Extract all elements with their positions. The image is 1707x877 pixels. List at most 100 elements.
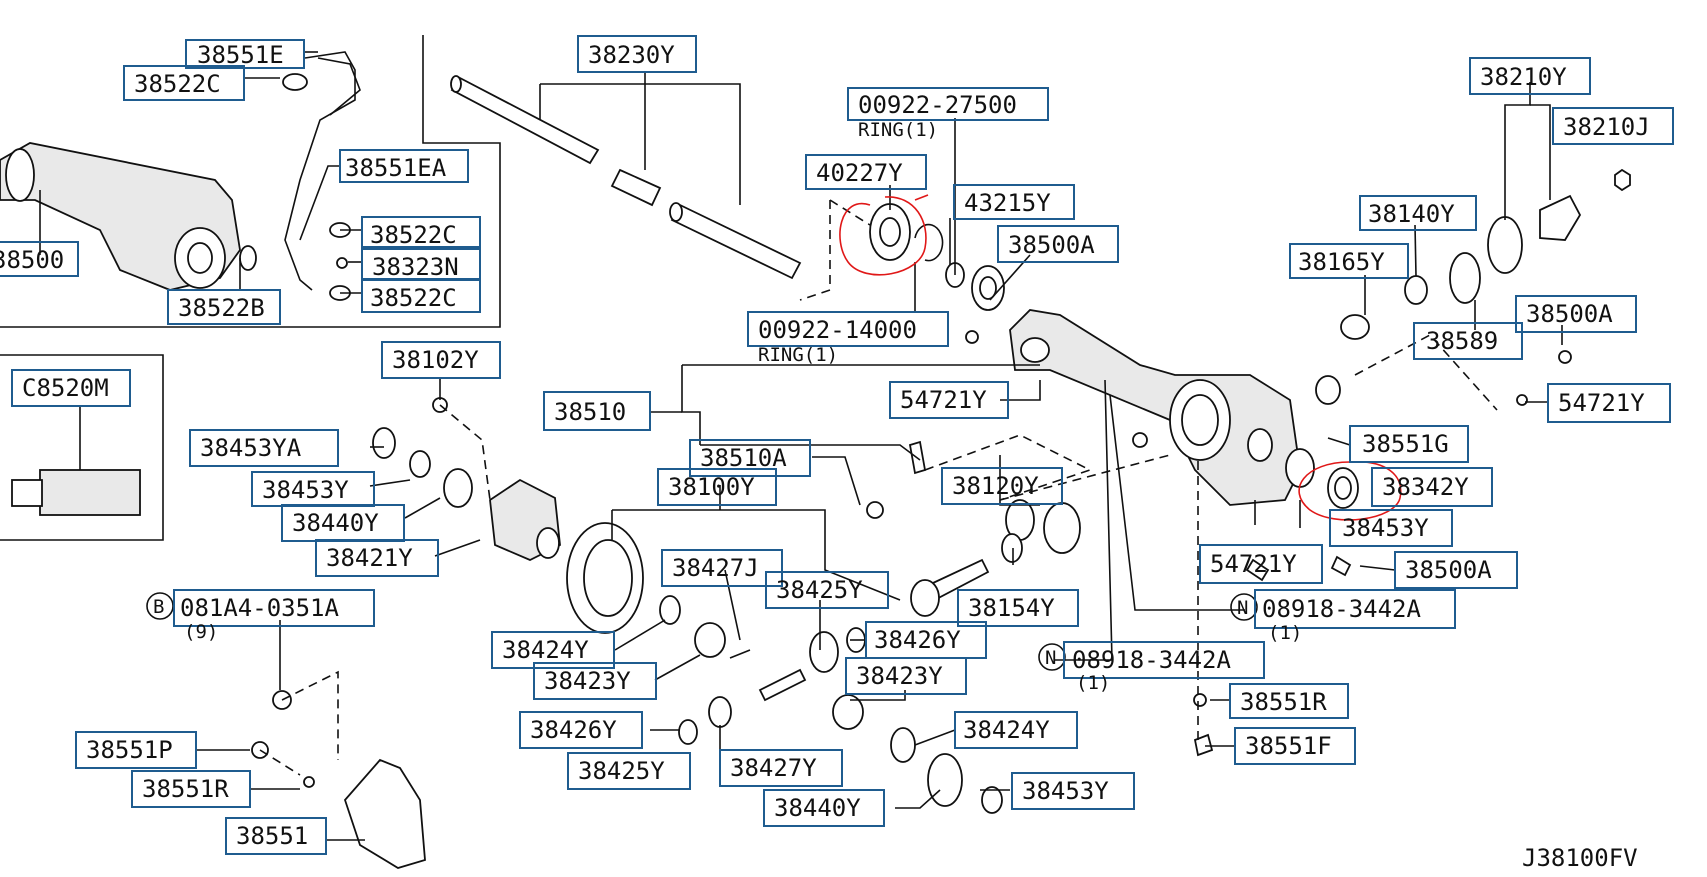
svg-text:38522C: 38522C [134,70,221,98]
label-38154Y: 38154Y [957,589,1079,627]
svg-text:54721Y: 54721Y [1210,550,1297,578]
label-38424Y-b: 38424Y [954,711,1078,749]
svg-text:38427J: 38427J [672,554,759,582]
label-38210J: 38210J [1552,107,1674,145]
svg-text:38522C: 38522C [370,221,457,249]
svg-text:RING(1): RING(1) [858,119,938,141]
svg-text:08918-3442A: 08918-3442A [1072,646,1231,674]
svg-text:N: N [1237,597,1248,619]
svg-text:38510A: 38510A [700,444,787,472]
svg-text:38421Y: 38421Y [326,544,413,572]
label-38522C-a: 38522C [123,65,245,101]
svg-text:38500A: 38500A [1405,556,1492,584]
svg-text:43215Y: 43215Y [964,189,1051,217]
highlight-38342Y [1298,461,1402,521]
label-38453Y-c: 38453Y [1011,772,1135,810]
svg-text:00922-14000: 00922-14000 [758,316,917,344]
svg-text:38551R: 38551R [1240,688,1327,716]
ring-gear-drawing [566,522,644,634]
label-38426Y-b: 38426Y [519,711,643,749]
label-40227Y: 40227Y [805,154,927,190]
svg-text:38500A: 38500A [1008,231,1095,259]
label-38427Y: 38427Y [719,749,843,787]
svg-text:38551F: 38551F [1245,732,1332,760]
svg-text:38154Y: 38154Y [968,594,1055,622]
inset-frame-top-left [0,35,501,328]
svg-text:38589: 38589 [1426,327,1498,355]
svg-text:38453Y: 38453Y [1342,514,1429,542]
label-38427J: 38427J [661,549,783,587]
svg-text:38453Y: 38453Y [1022,777,1109,805]
label-38551R-b: 38551R [131,770,251,808]
label-38551F-a: 38551F [1234,727,1356,765]
svg-text:38100Y: 38100Y [668,473,755,501]
label-38100Y: 38100Y [657,468,777,506]
svg-text:38424Y: 38424Y [963,716,1050,744]
tool-C8520M-drawing [11,469,141,516]
label-54721Y-c: 54721Y [1199,544,1323,584]
label-C8520M: C8520M [11,369,131,407]
svg-text:(1): (1) [1268,622,1302,644]
inset-frame-left [0,354,164,541]
label-38102Y: 38102Y [381,341,501,379]
label-38230Y: 38230Y [577,35,697,73]
svg-text:38426Y: 38426Y [530,716,617,744]
svg-text:C8520M: C8520M [22,374,109,402]
diagram-code: J38100FV [1522,844,1638,872]
label-38453Y-a: 38453Y [251,471,375,507]
label-38425Y-a: 38425Y [765,571,889,609]
svg-text:38522C: 38522C [370,284,457,312]
label-38500A-b: 38500A [1515,295,1637,333]
svg-text:38440Y: 38440Y [774,794,861,822]
svg-text:54721Y: 54721Y [900,386,987,414]
label-38140Y: 38140Y [1359,195,1477,231]
svg-text:38230Y: 38230Y [588,41,675,69]
svg-text:38425Y: 38425Y [578,757,665,785]
label-38510A: 38510A [689,439,811,477]
label-08918-3442A-a: N 08918-3442A (1) [1230,589,1456,644]
label-38589: 38589 [1413,322,1523,360]
label-38551E: 38551E [185,39,305,69]
label-38423Y-a: 38423Y [533,662,657,700]
dashed-assembly-lines [259,199,1498,776]
label-43215Y: 43215Y [953,184,1075,220]
label-38500A-c: 38500A [1394,551,1518,589]
cover-plate-drawing [251,690,1214,869]
label-54721Y-a: 54721Y [889,381,1009,419]
svg-text:38551: 38551 [236,822,308,850]
label-38453Y-b: 38453Y [1329,509,1453,547]
svg-text:RING(1): RING(1) [758,344,838,366]
label-38522C-b: 38522C [361,216,481,249]
companion-flange-drawing [1340,168,1631,406]
svg-text:54721Y: 54721Y [1558,389,1645,417]
label-38423Y-b: 38423Y [845,657,967,695]
svg-text:38140Y: 38140Y [1368,200,1455,228]
svg-text:38210Y: 38210Y [1480,63,1567,91]
label-38551EA: 38551EA [339,149,469,183]
svg-text:38423Y: 38423Y [544,667,631,695]
svg-text:38102Y: 38102Y [392,346,479,374]
svg-text:38425Y: 38425Y [776,576,863,604]
svg-text:38342Y: 38342Y [1382,473,1469,501]
svg-text:38165Y: 38165Y [1298,248,1385,276]
svg-text:38551P: 38551P [86,736,173,764]
highlight-40227Y [839,194,929,276]
label-38522C-c: 38522C [361,279,481,313]
svg-text:38551EA: 38551EA [345,154,447,182]
svg-text:38551R: 38551R [142,775,229,803]
label-38426Y-a: 38426Y [865,621,987,659]
svg-text:38453Y: 38453Y [262,476,349,504]
svg-text:00922-27500: 00922-27500 [858,91,1017,119]
svg-text:38500: 38500 [0,246,64,274]
label-38440Y-a: 38440Y [281,504,405,542]
label-38421Y: 38421Y [315,539,439,577]
label-38425Y-b: 38425Y [567,752,691,790]
svg-text:38423Y: 38423Y [856,662,943,690]
svg-text:(1): (1) [1076,672,1110,694]
svg-text:38120Y: 38120Y [952,472,1039,500]
svg-text:38427Y: 38427Y [730,754,817,782]
label-081A4-0351A: B 081A4-0351A (9) [146,589,375,643]
label-38120Y: 38120Y [941,467,1063,505]
svg-text:38522B: 38522B [178,294,265,322]
svg-text:N: N [1045,647,1056,669]
